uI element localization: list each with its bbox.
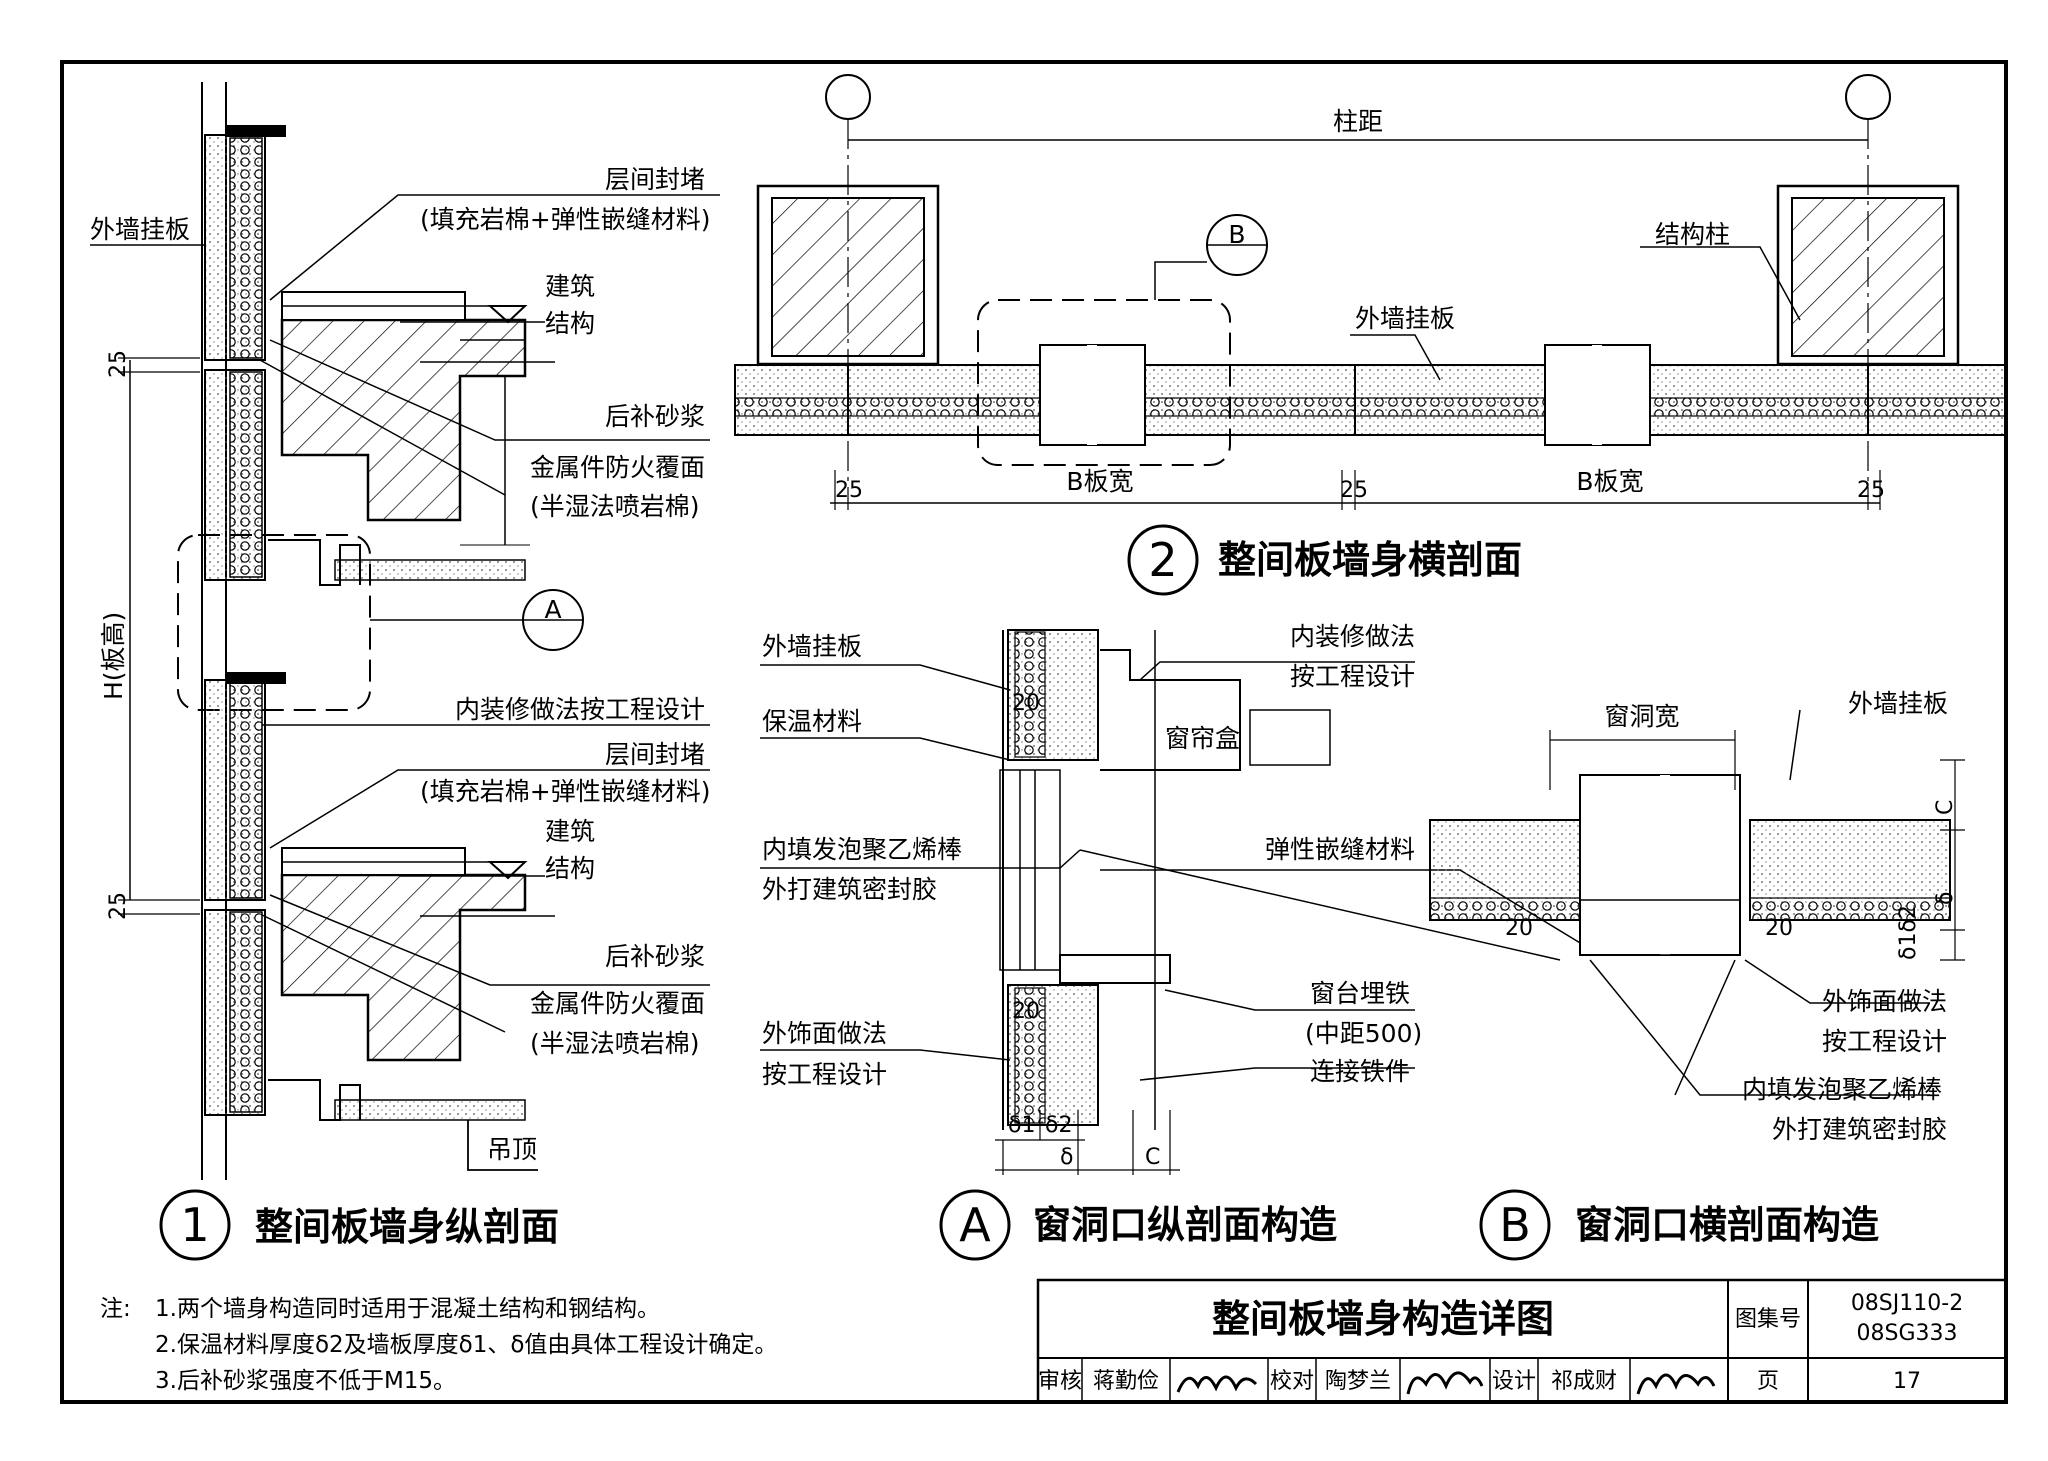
label-sealant-a: 外打建筑密封胶 [762,875,937,904]
title-detail-a-text: 窗洞口纵剖面构造 [1033,1203,1337,1247]
label-elastic-sealant: 弹性嵌缝材料 [1265,835,1415,864]
note-1: 1.两个墙身构造同时适用于混凝土结构和钢结构。 [155,1296,660,1322]
label-insulation: 保温材料 [762,707,862,736]
label-exterior-panel-b: 外墙挂板 [1848,689,1948,718]
label-curtain-box: 窗帘盒 [1165,724,1240,753]
label-pe-rod-a: 内填发泡聚乙烯棒 [762,835,962,864]
label-interior-finish-a: 内装修做法 [1290,622,1415,651]
label-connector: 连接铁件 [1310,1057,1410,1086]
label-exterior-panel-1: 外墙挂板 [90,215,190,244]
label-floor-seal-2: 层间封堵 [605,740,705,769]
checker-name: 陶梦兰 [1325,1369,1391,1394]
dim-delta2: δ2 [1045,1113,1072,1138]
checker-signature [1406,1371,1484,1395]
label-floor-seal-fill-2: (填充岩棉+弹性嵌缝材料) [420,777,710,806]
label-floor-seal-fill-1: (填充岩棉+弹性嵌缝材料) [420,205,710,234]
dim-25-right: 25 [1857,478,1885,503]
page-number: 17 [1893,1369,1921,1394]
title-detail-b-text: 窗洞口横剖面构造 [1575,1203,1879,1247]
label-spacing-500: (中距500) [1305,1019,1422,1048]
reviewer-name: 蒋勤俭 [1093,1369,1159,1394]
label-sill-embed: 窗台埋铁 [1310,979,1410,1008]
reviewer-signature [1176,1375,1258,1393]
label-floor-seal-1: 层间封堵 [605,165,705,194]
detail-b-window-horizontal [1429,709,1965,1096]
label-structural-1: 结构 [545,309,595,338]
dim-c-a: C [1145,1145,1160,1170]
label-per-design-b: 按工程设计 [1822,1027,1947,1056]
detail-a-window-vertical [760,629,1601,1175]
detail-2-horizontal-section [734,74,2006,510]
atlas-no-1: 08SJ110-2 [1851,1291,1963,1316]
label-mortar-1: 后补砂浆 [605,402,705,431]
label-interior-finish-1: 内装修做法按工程设计 [455,695,705,724]
label-per-design-a2: 按工程设计 [1290,662,1415,691]
dim-delta1-delta2-b: δ1δ2 [1896,905,1921,960]
title-detail-1-number: 1 [180,1198,209,1252]
note-2: 2.保温材料厚度δ2及墙板厚度δ1、δ值由具体工程设计确定。 [155,1332,777,1358]
title-detail-a: A 窗洞口纵剖面构造 [939,1189,1337,1261]
label-architectural-1: 建筑 [545,272,595,301]
title-detail-2: 2 整间板墙身横剖面 [1127,524,1522,596]
check-label: 校对 [1270,1369,1314,1394]
dim-delta: δ [1060,1145,1073,1170]
dim-b-panel-width-2: B板宽 [1576,467,1643,496]
title-detail-b-letter: B [1499,1198,1531,1252]
section-marker-a-letter: A [544,595,561,624]
dim-25-top: 25 [106,350,131,378]
notes-prefix: 注: [100,1296,131,1322]
title-detail-1-text: 整间板墙身纵剖面 [255,1205,559,1249]
title-detail-1: 1 整间板墙身纵剖面 [159,1189,559,1261]
label-fireproof-1: 金属件防火覆面 [530,453,705,482]
review-label: 审核 [1038,1369,1082,1394]
label-exterior-finish-a: 外饰面做法 [762,1019,887,1048]
label-exterior-finish-b: 外饰面做法 [1822,987,1947,1016]
title-block: 整间板墙身构造详图 图集号 08SJ110-2 08SG333 审核 蒋勤俭 校… [1036,1278,2008,1404]
label-architectural-2: 建筑 [545,817,595,846]
atlas-no-2: 08SG333 [1857,1321,1958,1346]
dim-delta1: δ1 [1008,1113,1035,1138]
sheet-border [60,60,2008,1404]
notes: 注: 1.两个墙身构造同时适用于混凝土结构和钢结构。 2.保温材料厚度δ2及墙板… [100,1296,777,1394]
dim-b-panel-width-1: B板宽 [1066,467,1133,496]
title-detail-2-number: 2 [1148,533,1177,587]
dim-h-panel-height: H(板高) [99,612,128,700]
title-detail-a-letter: A [959,1198,991,1252]
atlas-no-label: 图集号 [1735,1307,1801,1332]
dim-20-b-left: 20 [1505,916,1533,941]
design-label: 设计 [1492,1369,1536,1394]
dim-delta-b: δ [1933,892,1958,905]
drawing-title: 整间板墙身构造详图 [1212,1297,1554,1341]
note-3: 3.后补砂浆强度不低于M15。 [155,1368,456,1394]
label-fireproof-2: 金属件防火覆面 [530,989,705,1018]
label-ceiling: 吊顶 [487,1135,537,1164]
label-column-spacing: 柱距 [1333,107,1383,136]
label-sealant-b: 外打建筑密封胶 [1772,1115,1947,1144]
label-exterior-panel-2: 外墙挂板 [1355,304,1455,333]
dim-20-b-right: 20 [1765,916,1793,941]
label-structural-2: 结构 [545,854,595,883]
dim-25-left: 25 [835,478,863,503]
section-marker-b-letter: B [1228,220,1245,249]
title-detail-b: B 窗洞口横剖面构造 [1479,1189,1879,1261]
designer-name: 祁成财 [1551,1369,1617,1394]
label-mortar-2: 后补砂浆 [605,942,705,971]
label-fireproof-method-1: (半湿法喷岩棉) [530,492,700,521]
label-fireproof-method-2: (半湿法喷岩棉) [530,1029,700,1058]
label-pe-rod-b: 内填发泡聚乙烯棒 [1742,1075,1942,1104]
designer-signature [1636,1373,1716,1395]
title-detail-2-text: 整间板墙身横剖面 [1218,538,1522,582]
dim-20-a-top: 20 [1012,691,1040,716]
label-window-width: 窗洞宽 [1604,702,1679,731]
label-structural-column: 结构柱 [1655,220,1730,249]
dim-c-b: C [1933,800,1958,815]
label-per-design-a: 按工程设计 [762,1060,887,1089]
detail-1-vertical-section [90,82,720,1180]
page-label: 页 [1757,1369,1779,1394]
dim-25-bottom: 25 [106,892,131,920]
dim-20-a-bottom: 20 [1012,999,1040,1024]
label-exterior-panel-a: 外墙挂板 [762,632,862,661]
dim-25-mid: 25 [1340,478,1368,503]
